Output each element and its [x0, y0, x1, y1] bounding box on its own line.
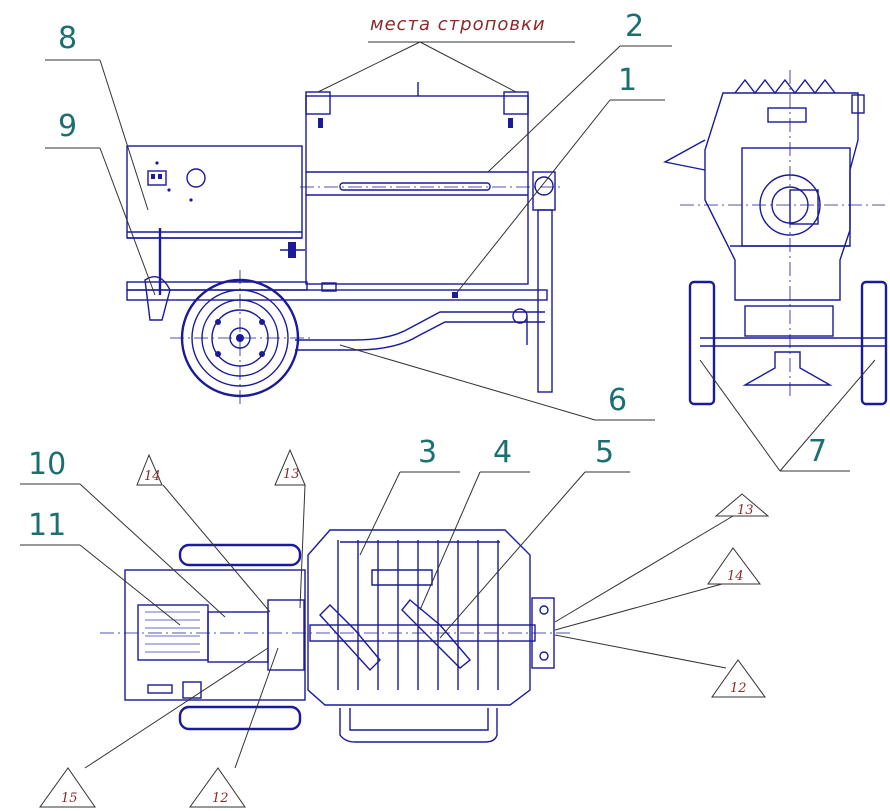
- callout-9: 9: [58, 109, 78, 144]
- leader-lines: [20, 41, 876, 769]
- triangle-13-right: 13: [714, 493, 770, 518]
- triangle-label: 15: [61, 791, 78, 806]
- top-view: [100, 529, 570, 743]
- front-view: [662, 70, 888, 406]
- callout-1: 1: [618, 63, 638, 98]
- triangle-label: 12: [212, 791, 229, 806]
- triangle-15-bottom: 15: [39, 767, 96, 808]
- callout-4: 4: [493, 435, 513, 470]
- triangle-13-top-center: 13: [274, 448, 306, 486]
- triangle-12-bottom: 12: [189, 767, 246, 808]
- triangle-label: 13: [737, 503, 754, 518]
- callout-7: 7: [808, 434, 828, 469]
- triangle-label: 12: [730, 681, 747, 696]
- triangle-12-right: 12: [711, 659, 766, 698]
- triangle-14-top-left: 14: [136, 453, 163, 486]
- slinging-points-label: места строповки: [370, 14, 546, 35]
- callout-11: 11: [28, 508, 67, 543]
- triangle-label: 13: [283, 467, 300, 482]
- callout-5: 5: [595, 435, 615, 470]
- callout-6: 6: [608, 383, 628, 418]
- callout-8: 8: [58, 21, 78, 56]
- callout-10: 10: [28, 447, 67, 482]
- triangle-label: 14: [727, 569, 744, 584]
- triangle-14-right: 14: [707, 547, 761, 585]
- callout-2: 2: [625, 9, 645, 44]
- triangle-label: 14: [144, 469, 161, 484]
- callout-3: 3: [418, 435, 438, 470]
